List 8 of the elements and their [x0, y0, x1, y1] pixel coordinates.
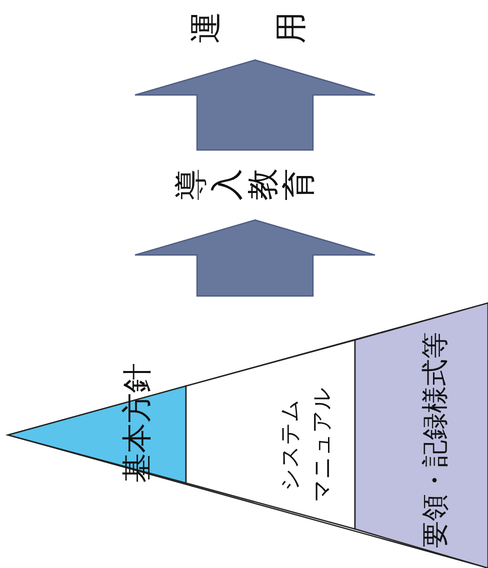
section-label: 基本方針	[121, 362, 156, 485]
section-label: 要領・記録様式等	[420, 331, 452, 550]
block-arrow	[134, 219, 376, 297]
section-label: システム	[278, 399, 304, 491]
block-arrow	[134, 59, 376, 151]
stage-label: 導入教育	[175, 167, 315, 202]
stage-label: 運用	[190, 10, 306, 46]
section-label: マニュアル	[310, 388, 336, 502]
